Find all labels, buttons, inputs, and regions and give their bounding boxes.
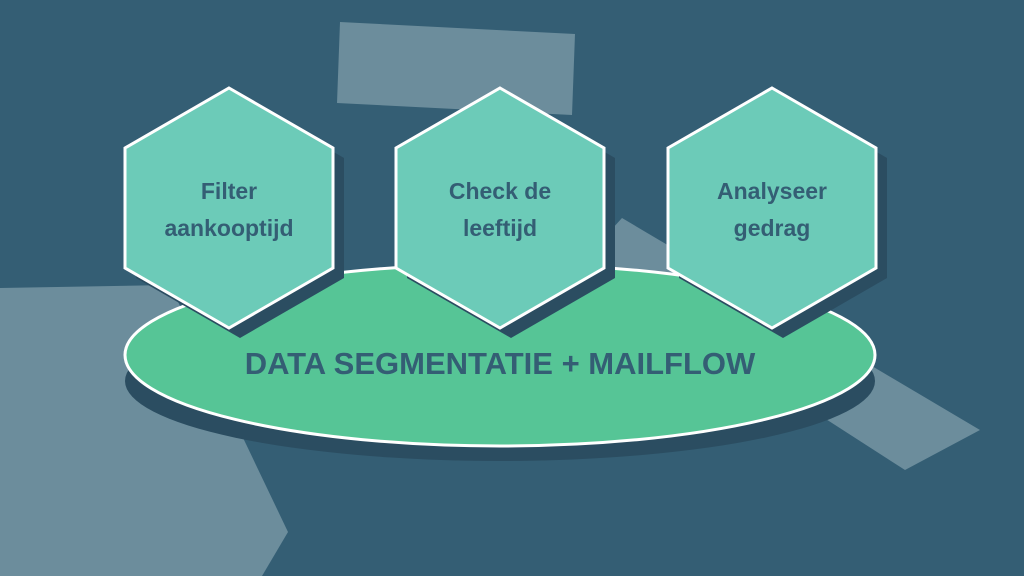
hexagon-shape bbox=[123, 86, 335, 330]
hexagon-age: Check de leeftijd bbox=[394, 86, 615, 338]
hexagon-label-line1: Filter bbox=[201, 178, 257, 204]
hexagon-label-line2: gedrag bbox=[734, 215, 811, 241]
hexagon-label-line2: leeftijd bbox=[463, 215, 537, 241]
ellipse-label: DATA SEGMENTATIE + MAILFLOW bbox=[245, 346, 756, 381]
decor-pentagon-left bbox=[0, 285, 288, 576]
hexagon-label-line1: Check de bbox=[449, 178, 551, 204]
hexagon-filter: Filter aankooptijd bbox=[123, 86, 344, 338]
hexagon-behavior: Analyseer gedrag bbox=[666, 86, 887, 338]
hexagon-shape bbox=[394, 86, 606, 330]
hexagon-label-line1: Analyseer bbox=[717, 178, 827, 204]
hexagon-shape bbox=[666, 86, 878, 330]
decor-bar-top bbox=[337, 22, 575, 115]
hexagon-label-line2: aankooptijd bbox=[164, 215, 293, 241]
